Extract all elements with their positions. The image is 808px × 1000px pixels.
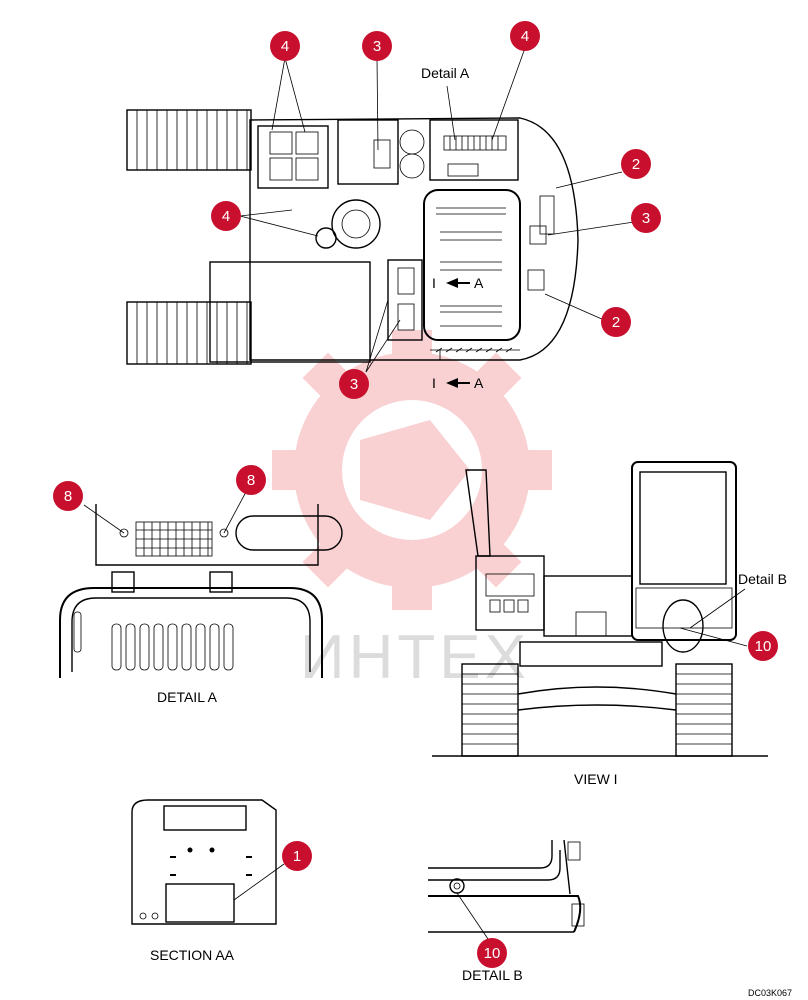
callout-2-upper: 2 bbox=[621, 149, 651, 179]
leader-10-view bbox=[679, 627, 748, 647]
svg-text:10: 10 bbox=[484, 945, 501, 962]
callout-4-left: 4 bbox=[211, 201, 241, 231]
detail-b-label: Detail B bbox=[738, 571, 787, 587]
section-marker-roman-2: I bbox=[432, 375, 436, 391]
svg-text:1: 1 bbox=[293, 848, 301, 865]
detail-a-drawing bbox=[59, 489, 343, 678]
section-aa-drawing bbox=[131, 799, 285, 925]
callout-1-section-aa: 1 bbox=[282, 841, 312, 871]
svg-text:8: 8 bbox=[247, 472, 255, 489]
watermark-logo bbox=[272, 330, 552, 610]
svg-text:2: 2 bbox=[632, 156, 640, 173]
watermark-text: ИНТЕХ bbox=[300, 623, 530, 692]
section-marker-a-1: A bbox=[474, 275, 484, 291]
view-i-drawing bbox=[432, 461, 768, 757]
svg-text:4: 4 bbox=[521, 28, 529, 45]
callout-4-top-right: 4 bbox=[510, 21, 540, 51]
callout-3-right: 3 bbox=[631, 203, 661, 233]
caption-detail-a: DETAIL A bbox=[157, 689, 218, 705]
svg-text:3: 3 bbox=[350, 376, 358, 393]
callout-2-lower: 2 bbox=[601, 307, 631, 337]
section-marker-roman-1: I bbox=[432, 275, 436, 291]
svg-text:8: 8 bbox=[64, 488, 72, 505]
callout-3-bottom: 3 bbox=[339, 369, 369, 399]
caption-view-i: VIEW I bbox=[574, 771, 618, 787]
caption-section-aa: SECTION AA bbox=[150, 947, 235, 963]
svg-text:3: 3 bbox=[642, 210, 650, 227]
section-marker-a-2: A bbox=[474, 375, 484, 391]
svg-text:4: 4 bbox=[281, 38, 289, 55]
svg-text:10: 10 bbox=[755, 638, 772, 655]
callout-3-top-mid: 3 bbox=[362, 31, 392, 61]
callout-8-right: 8 bbox=[236, 465, 266, 495]
detail-b-drawing bbox=[428, 839, 585, 943]
svg-text:4: 4 bbox=[222, 208, 230, 225]
detail-a-label-top: Detail A bbox=[421, 65, 470, 81]
caption-detail-b: DETAIL B bbox=[462, 967, 523, 983]
section-arrowhead-2 bbox=[446, 378, 458, 388]
section-arrowhead-1 bbox=[446, 278, 458, 288]
top-view-machine bbox=[126, 109, 579, 365]
svg-text:2: 2 bbox=[612, 314, 620, 331]
callout-8-left: 8 bbox=[53, 481, 83, 511]
callout-4-top-left: 4 bbox=[270, 31, 300, 61]
callout-10-view-i: 10 bbox=[748, 631, 778, 661]
detail-b-leader bbox=[689, 588, 746, 629]
drawing-code: DC03K067 bbox=[748, 988, 792, 998]
callout-10-detail-b: 10 bbox=[477, 938, 507, 968]
leader-lines-top bbox=[239, 47, 635, 373]
svg-text:3: 3 bbox=[373, 38, 381, 55]
